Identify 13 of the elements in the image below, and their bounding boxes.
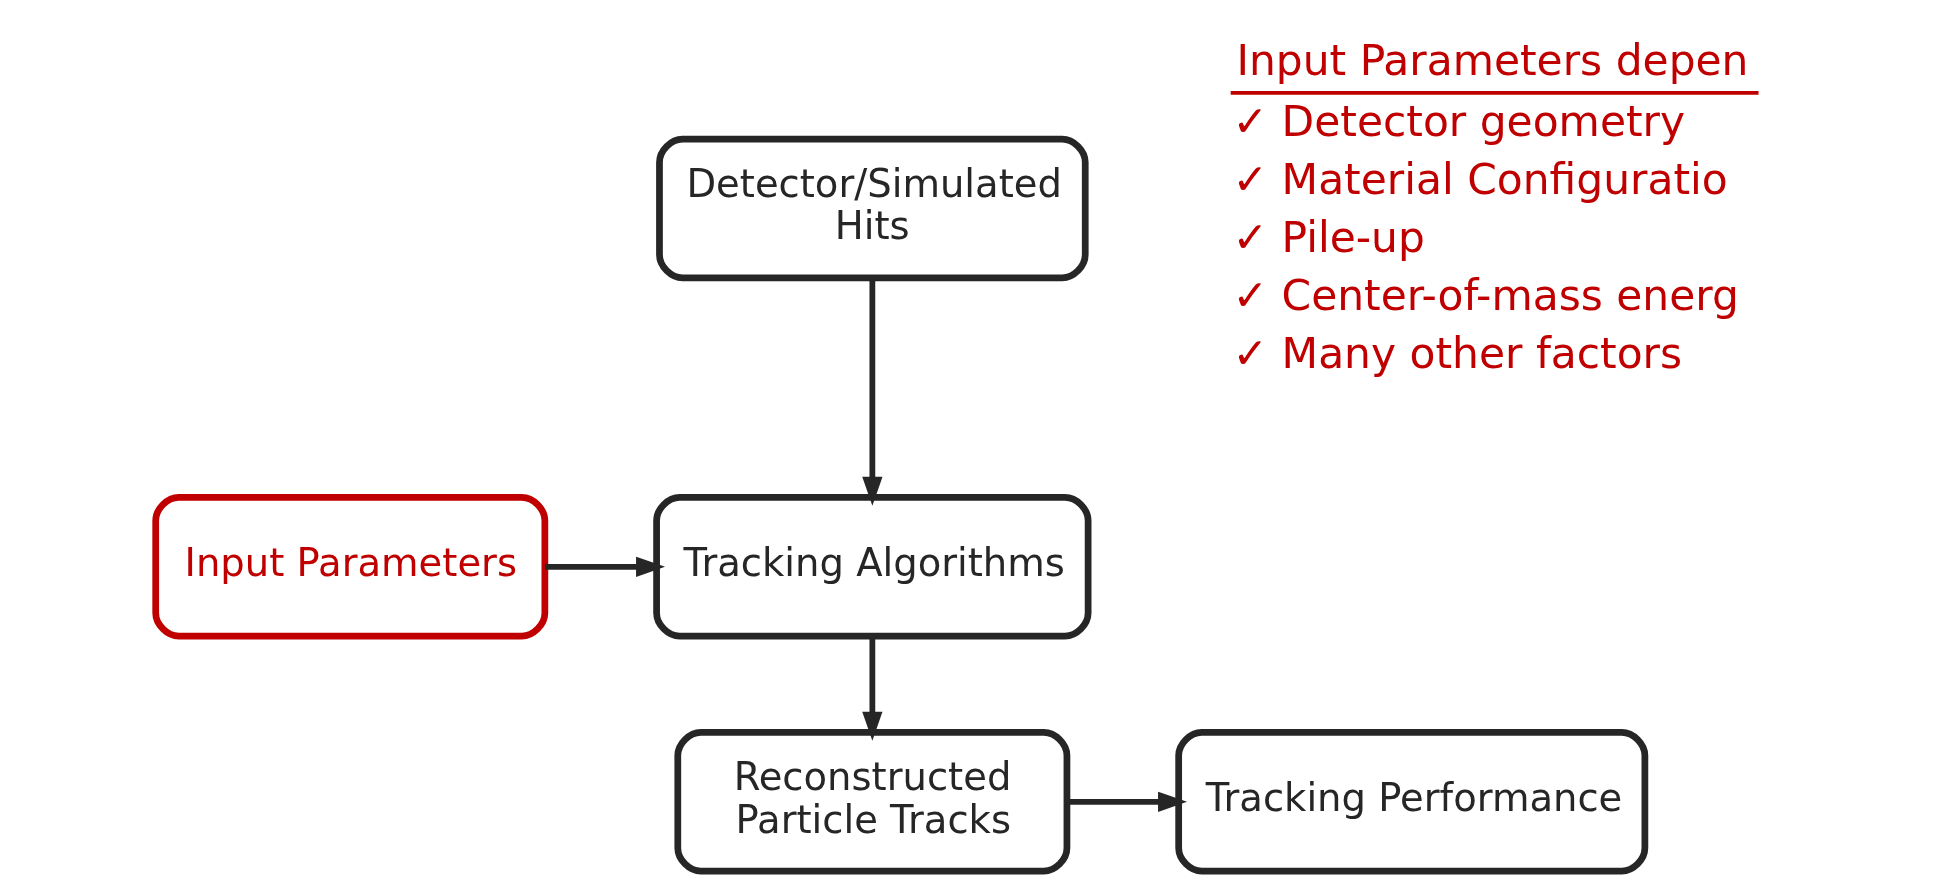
label: Input Parameters depen — [1235, 35, 1748, 85]
node-box: Tracking Performance — [1174, 729, 1648, 875]
node-box: Input Parameters — [151, 494, 548, 640]
arrow — [861, 636, 882, 741]
node-box: Reconstructed Particle Tracks — [673, 729, 1070, 875]
label: ✓ Many other factors — [1232, 328, 1682, 378]
label: ✓ Material Configuratio — [1232, 155, 1728, 205]
arrow — [544, 556, 665, 577]
node-box: Detector/Simulated Hits — [655, 135, 1089, 282]
label: ✓ Center-of-mass energ — [1232, 270, 1739, 320]
node-box: Tracking Algorithms — [652, 494, 1091, 640]
label: ✓ Pile-up — [1232, 213, 1425, 263]
label: ✓ Detector geometry — [1232, 97, 1685, 147]
